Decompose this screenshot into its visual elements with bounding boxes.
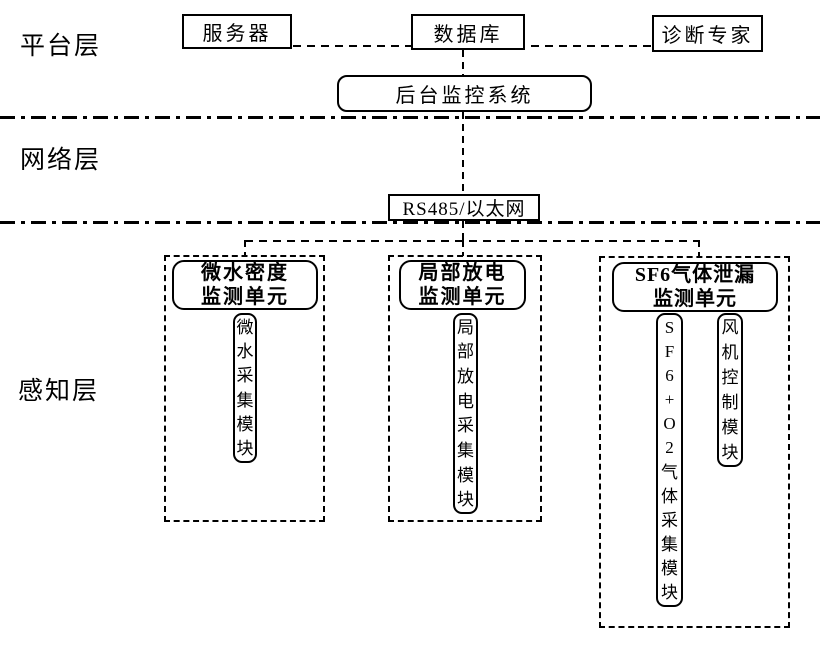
vertical-text-char: 模 — [721, 418, 739, 437]
unit-micro-water-title-line2: 监测单元 — [201, 286, 289, 308]
unit-micro-water-title-line1: 微水密度 — [201, 262, 289, 284]
vertical-text-char: 集 — [661, 534, 678, 554]
vertical-text-char: 块 — [457, 490, 474, 510]
unit-micro-water-container — [164, 255, 325, 522]
unit-partial-discharge-title-line1: 局部放电 — [418, 262, 507, 284]
diagnosis-expert-node: 诊断专家 — [652, 15, 763, 52]
vertical-text-char: 块 — [721, 443, 739, 462]
vertical-text-char: 集 — [457, 440, 474, 460]
unit-micro-water-header: 微水密度 监测单元 — [172, 260, 318, 310]
fan-control-module: 风机控制模块 — [717, 313, 743, 467]
rs485-ethernet-bus-node: RS485/以太网 — [388, 194, 540, 221]
platform-layer-label: 平台层 — [20, 33, 102, 60]
vertical-text-char: 2 — [665, 438, 674, 458]
unit-sf6-leak-header: SF6气体泄漏 监测单元 — [612, 262, 778, 312]
vertical-text-char: 块 — [236, 439, 254, 459]
branch-drop-right — [698, 240, 700, 258]
unit-partial-discharge-container — [388, 255, 542, 522]
vertical-text-char: 气 — [661, 462, 678, 482]
micro-water-acquisition-module: 微水采集模块 — [233, 313, 257, 463]
branch-drop-left — [244, 240, 246, 256]
perception-layer-label: 感知层 — [18, 378, 100, 405]
unit-sf6-leak-title-line1: SF6气体泄漏 — [634, 264, 756, 286]
partial-discharge-acquisition-module: 局部放电采集模块 — [453, 313, 478, 514]
monitoring-system-node: 后台监控系统 — [337, 75, 592, 112]
vertical-text-char: 模 — [236, 414, 254, 434]
vertical-text-char: 模 — [457, 465, 474, 485]
unit-sf6-leak-title-line2: 监测单元 — [653, 288, 737, 310]
vertical-text-char: F — [664, 341, 675, 361]
vertical-text-char: 水 — [236, 341, 254, 361]
monitor-to-bus-connector — [462, 112, 464, 194]
unit-sf6-leak-container — [599, 256, 790, 628]
network-layer-label: 网络层 — [20, 147, 102, 174]
vertical-text-char: + — [664, 390, 675, 410]
vertical-text-char: 体 — [661, 486, 678, 506]
vertical-text-char: 6 — [665, 365, 674, 385]
vertical-text-char: 采 — [236, 366, 254, 386]
unit-partial-discharge-title-line2: 监测单元 — [418, 286, 507, 308]
database-to-monitor-connector — [462, 50, 464, 75]
vertical-text-char: 集 — [236, 390, 254, 410]
branch-drop-middle — [462, 240, 464, 256]
vertical-text-char: 制 — [721, 393, 739, 412]
vertical-text-char: S — [664, 317, 675, 337]
vertical-text-char: 局 — [457, 317, 474, 337]
vertical-text-char: 风 — [721, 318, 739, 337]
vertical-text-char: 模 — [661, 559, 678, 579]
vertical-text-char: 块 — [661, 583, 678, 603]
layer-separator-line-2 — [0, 221, 820, 224]
vertical-text-char: 部 — [457, 342, 474, 362]
branch-horizontal-connector — [245, 240, 700, 242]
database-node: 数据库 — [411, 14, 525, 50]
vertical-text-char: 微 — [236, 317, 254, 337]
vertical-text-char: 采 — [457, 416, 474, 436]
vertical-text-char: 控 — [721, 368, 739, 387]
server-node: 服务器 — [182, 14, 292, 49]
vertical-text-char: O — [663, 414, 676, 434]
vertical-text-char: 放 — [457, 367, 474, 387]
vertical-text-char: 机 — [721, 343, 739, 362]
vertical-text-char: 电 — [457, 391, 474, 411]
layer-separator-line-1 — [0, 116, 820, 119]
bus-to-branch-connector — [462, 221, 464, 242]
unit-partial-discharge-header: 局部放电 监测单元 — [399, 260, 526, 310]
vertical-text-char: 采 — [661, 510, 678, 530]
